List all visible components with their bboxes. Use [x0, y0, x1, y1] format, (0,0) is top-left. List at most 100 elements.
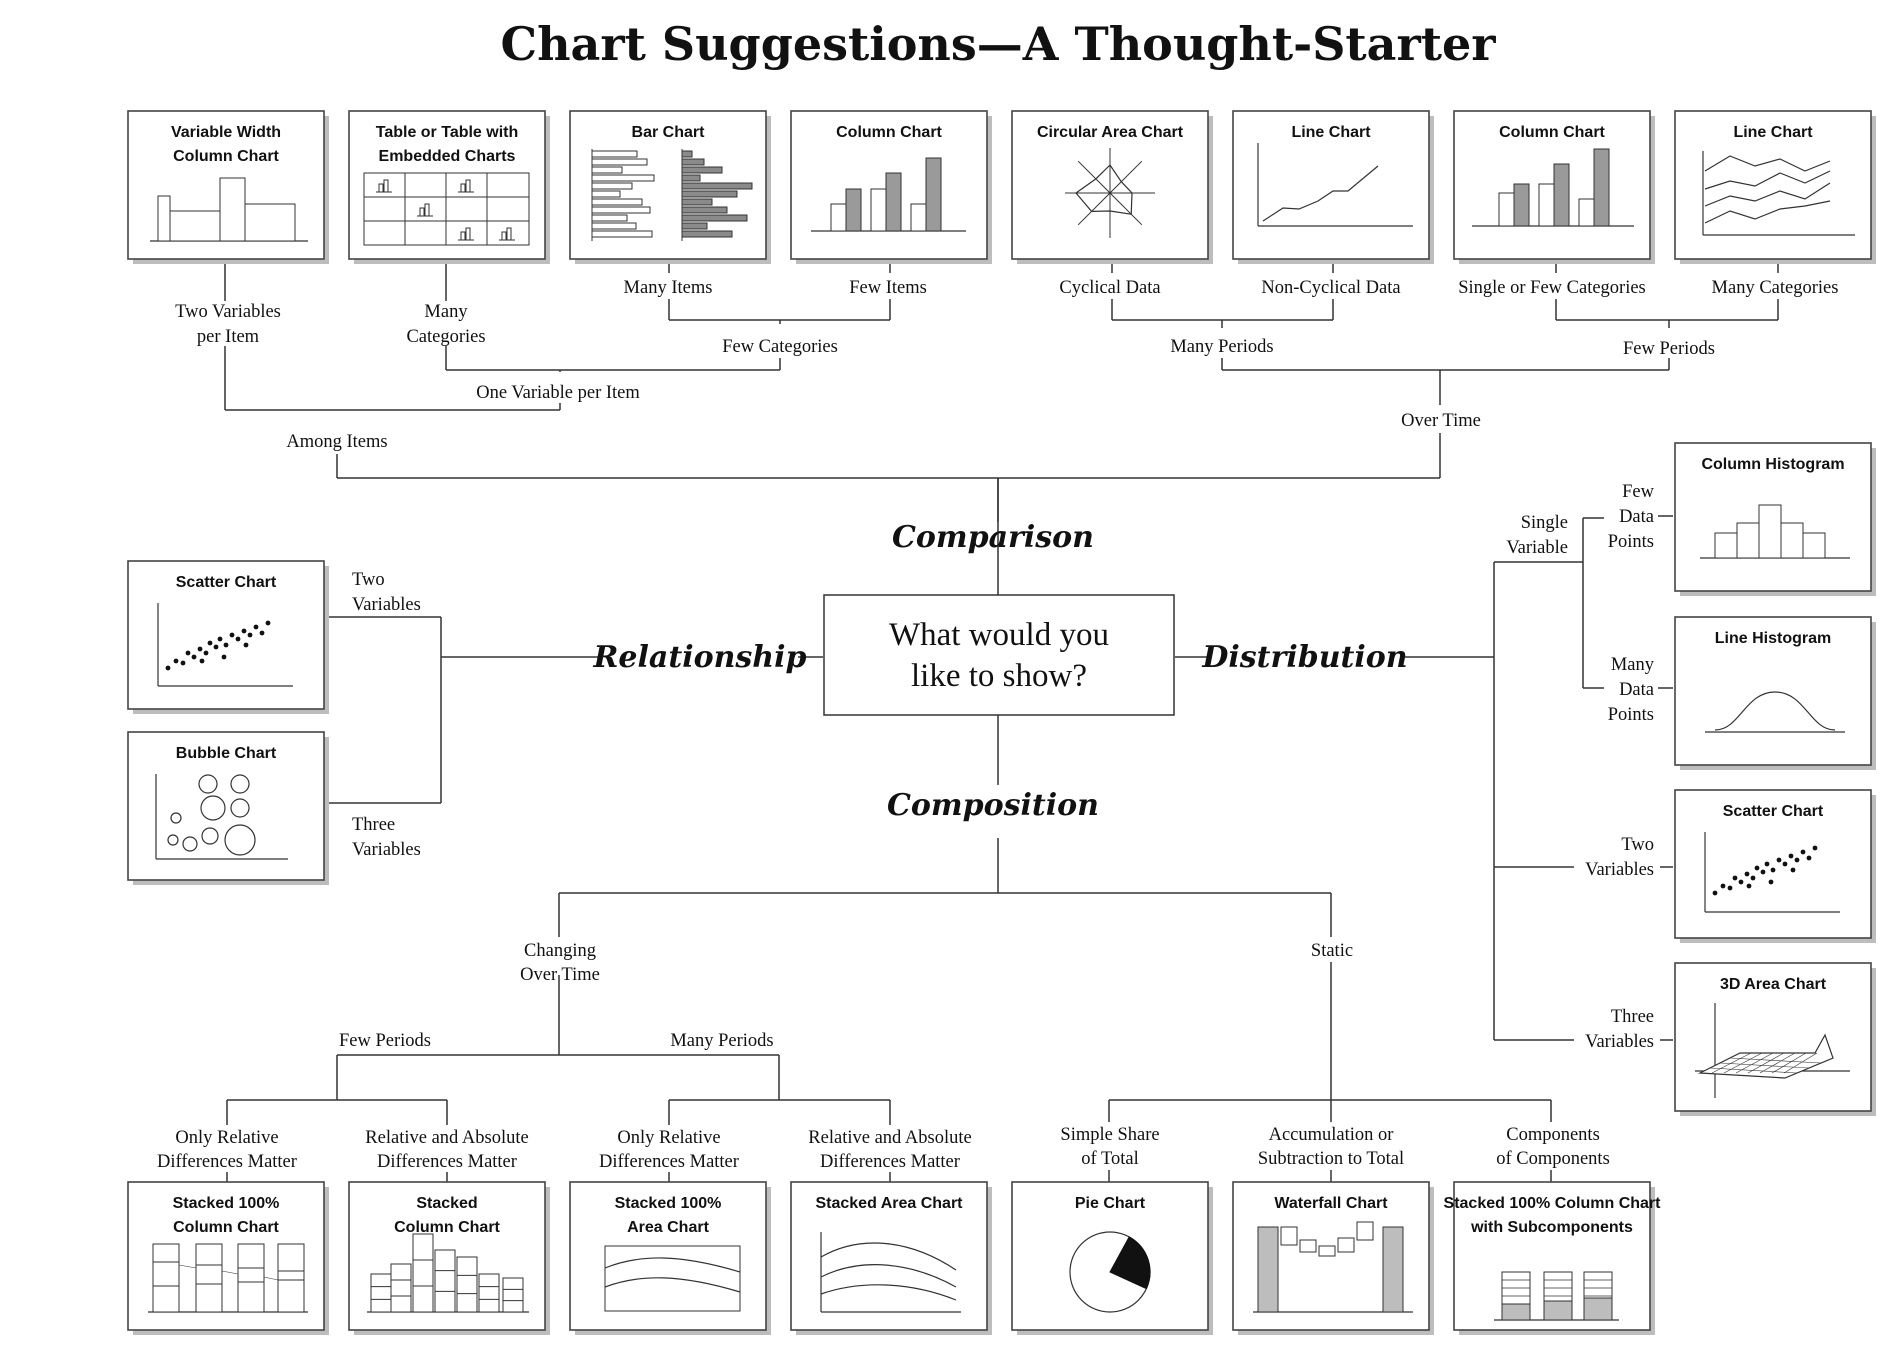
stacked-column-chart-box-title-2: Column Chart	[394, 1219, 500, 1236]
bar-chart-box: Bar Chart	[569, 110, 771, 264]
svg-text:Many Periods: Many Periods	[1170, 337, 1273, 357]
svg-text:Many Periods: Many Periods	[670, 1031, 773, 1051]
svg-text:Static: Static	[1311, 941, 1353, 961]
circular-area-chart-box-title-1: Circular Area Chart	[1037, 124, 1184, 141]
column-chart-over-time-box-title-1: Column Chart	[1499, 124, 1605, 141]
svg-text:Cyclical Data: Cyclical Data	[1059, 278, 1160, 298]
bar-chart-box-title-1: Bar Chart	[632, 124, 706, 141]
bubble-chart-box-thumbnail	[155, 774, 288, 860]
bar-chart-box-thumbnail	[591, 149, 753, 241]
column-chart-few-items-box-thumbnail	[811, 157, 966, 232]
table-embedded-charts-box-title-1: Table or Table with	[376, 124, 519, 141]
variable-width-column-chart-box-title-2: Column Chart	[173, 148, 279, 165]
branch-relationship: Relationship	[592, 640, 806, 675]
svg-text:Among Items: Among Items	[286, 432, 387, 452]
stacked-area-chart-box: Stacked Area Chart	[790, 1181, 992, 1335]
svg-text:Non-Cyclical Data: Non-Cyclical Data	[1261, 278, 1400, 298]
column-histogram-box: Column Histogram	[1674, 442, 1876, 596]
svg-text:Many Categories: Many Categories	[1712, 278, 1839, 298]
column-chart-over-time-box: Column Chart	[1453, 110, 1655, 264]
stacked-column-chart-box-thumbnail	[367, 1233, 529, 1313]
area-3d-chart-box-title-1: 3D Area Chart	[1720, 976, 1827, 993]
stacked-100-column-chart-box-title-1: Stacked 100%	[173, 1195, 280, 1212]
stacked-100-area-chart-box: Stacked 100% Area Chart	[569, 1181, 771, 1335]
svg-text:Few Periods: Few Periods	[1623, 339, 1715, 359]
bubble-chart-box-title-1: Bubble Chart	[176, 745, 277, 762]
svg-text:Few Items: Few Items	[849, 278, 927, 298]
line-chart-noncyclical-box-thumbnail	[1257, 143, 1413, 227]
waterfall-chart-box-title-1: Waterfall Chart	[1274, 1195, 1388, 1212]
scatter-chart-relationship-box: Scatter Chart	[127, 560, 329, 714]
column-histogram-box-thumbnail	[1700, 504, 1850, 559]
variable-width-column-chart-box-title-1: Variable Width	[171, 124, 281, 141]
waterfall-chart-box-thumbnail	[1253, 1221, 1413, 1313]
center-question-box: What would you like to show?	[823, 594, 1175, 716]
svg-text:Many Items: Many Items	[624, 278, 713, 298]
svg-text:One Variable per Item: One Variable per Item	[476, 383, 640, 403]
column-histogram-box-title-1: Column Histogram	[1701, 456, 1844, 473]
stacked-area-chart-box-thumbnail	[820, 1232, 961, 1313]
stacked-100-column-chart-box: Stacked 100% Column Chart	[127, 1181, 329, 1335]
scatter-chart-distribution-box-title-1: Scatter Chart	[1723, 803, 1824, 820]
line-chart-many-categories-box-title-1: Line Chart	[1733, 124, 1813, 141]
column-chart-over-time-box-thumbnail	[1472, 148, 1634, 227]
stacked-100-area-chart-box-title-1: Stacked 100%	[615, 1195, 722, 1212]
column-chart-few-items-box-title-1: Column Chart	[836, 124, 942, 141]
pie-chart-box-title-1: Pie Chart	[1075, 1195, 1146, 1212]
svg-text:Few Categories: Few Categories	[722, 337, 838, 357]
scatter-chart-relationship-box-thumbnail	[157, 603, 293, 687]
connector-lines	[224, 259, 1779, 1182]
branch-comparison: Comparison	[892, 520, 1094, 555]
circular-area-chart-box-thumbnail	[1065, 148, 1155, 238]
svg-text:Few Periods: Few Periods	[339, 1031, 431, 1051]
page-title: Chart Suggestions—A Thought-Starter	[501, 17, 1497, 71]
stacked-100-column-chart-box-thumbnail	[148, 1243, 308, 1313]
area-3d-chart-box-thumbnail	[1695, 1003, 1850, 1098]
line-histogram-box: Line Histogram	[1674, 616, 1876, 770]
pie-chart-box-thumbnail	[1069, 1231, 1151, 1313]
scatter-chart-relationship-box-title-1: Scatter Chart	[176, 574, 277, 591]
variable-width-column-chart-box-thumbnail	[150, 177, 308, 242]
line-histogram-box-title-1: Line Histogram	[1715, 630, 1831, 647]
stacked-100-area-chart-box-title-2: Area Chart	[627, 1219, 709, 1236]
column-chart-few-items-box: Column Chart	[790, 110, 992, 264]
line-chart-many-categories-box: Line Chart	[1674, 110, 1876, 264]
stacked-100-column-subcomponents-box-title-1: Stacked 100% Column Chart	[1444, 1195, 1662, 1212]
table-embedded-charts-box-thumbnail	[363, 172, 530, 246]
waterfall-chart-box: Waterfall Chart	[1232, 1181, 1434, 1335]
pie-chart-box: Pie Chart	[1011, 1181, 1213, 1335]
svg-text:Single or Few Categories: Single or Few Categories	[1458, 278, 1646, 298]
stacked-area-chart-box-title-1: Stacked Area Chart	[815, 1195, 963, 1212]
stacked-100-column-chart-box-title-2: Column Chart	[173, 1219, 279, 1236]
table-embedded-charts-box-title-2: Embedded Charts	[379, 148, 516, 165]
branch-distribution: Distribution	[1201, 640, 1407, 675]
center-question-line-1: What would you	[889, 617, 1109, 653]
stacked-100-column-subcomponents-box: Stacked 100% Column Chart with Subcompone…	[1444, 1181, 1662, 1335]
stacked-100-column-subcomponents-box-title-2: with Subcomponents	[1470, 1219, 1633, 1236]
line-chart-noncyclical-box: Line Chart	[1232, 110, 1434, 264]
stacked-100-area-chart-box-thumbnail	[604, 1245, 741, 1312]
line-chart-noncyclical-box-title-1: Line Chart	[1291, 124, 1371, 141]
scatter-chart-distribution-box: Scatter Chart	[1674, 789, 1876, 943]
